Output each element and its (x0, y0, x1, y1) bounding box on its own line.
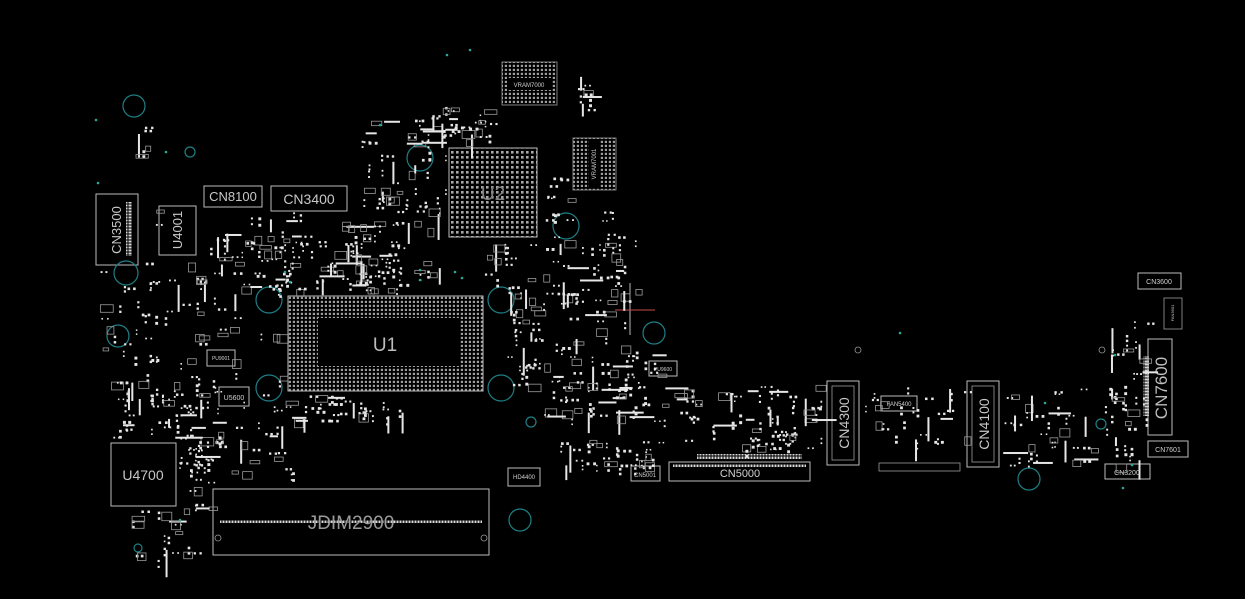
chip-pu9600[interactable]: PU9600 (648, 360, 678, 377)
cn8100-label: CN8100 (209, 189, 257, 204)
connector-cn8100[interactable]: CN8100 (203, 185, 263, 208)
vram-7001[interactable]: VRAM7001 (572, 137, 617, 191)
u2-label: U2 (481, 184, 505, 205)
connector-cn7601[interactable]: CN7601 (1147, 440, 1189, 458)
cn3200-label: CN3200 (1114, 470, 1140, 477)
chip-u4700[interactable]: U4700 (110, 442, 177, 507)
cn5000-label: CN5000 (720, 468, 760, 480)
connector-cn5000[interactable]: CN5000 (668, 454, 811, 482)
connector-cn4100[interactable]: CN4100 (966, 380, 1000, 468)
u5600-label: U5600 (224, 395, 245, 402)
cn3600-label: CN3600 (1146, 279, 1172, 286)
connector-cn3500[interactable]: CN3500 (95, 193, 139, 266)
passive-components (94, 48, 1159, 578)
vram7001-label: VRAM7001 (592, 148, 598, 179)
fan-connector-fan5400[interactable]: FAN5400 (880, 395, 918, 412)
cn7601-label: CN7601 (1155, 447, 1181, 454)
cn4300-label: CN4300 (836, 397, 852, 449)
cn3400-label: CN3400 (283, 191, 335, 207)
mounting-holes (106, 94, 1107, 553)
fan5400-label: FAN5400 (886, 402, 912, 408)
cn7600-label: CN7600 (1152, 357, 1171, 419)
connector-cn3600[interactable]: CN3600 (1137, 272, 1182, 290)
cn4100-label: CN4100 (976, 398, 992, 450)
fan3601-label: FAN3601 (1170, 304, 1175, 321)
pu9600-label: PU9600 (654, 367, 672, 373)
connector-cn3400[interactable]: CN3400 (270, 185, 348, 212)
gpu-u2[interactable]: U2 (448, 147, 538, 238)
chip-u5600[interactable]: U5600 (218, 386, 250, 407)
connector-strip (878, 462, 961, 472)
vram-7000[interactable]: VRAM7000 (501, 61, 558, 106)
cn3500-label: CN3500 (109, 206, 124, 254)
cursor-crosshair (615, 283, 655, 335)
cpu-u1[interactable]: U1 (287, 295, 484, 392)
hd4400-label: HD4400 (513, 475, 536, 481)
connector-hd4400[interactable]: HD4400 (507, 467, 541, 487)
dimm-slot-jdim2900[interactable]: JDIM2900 (212, 488, 490, 556)
connector-cn3200[interactable]: CN3200 (1104, 463, 1151, 480)
fan-connector-fan3601[interactable]: FAN3601 (1163, 297, 1183, 330)
chip-pu9001[interactable]: PU9001 (206, 349, 236, 367)
pu9001-label: PU9001 (212, 356, 230, 362)
chip-u4001[interactable]: U4001 (158, 205, 197, 256)
cn5001-label: CN5001 (634, 473, 657, 479)
connector-cn4300[interactable]: CN4300 (826, 380, 860, 466)
u4700-label: U4700 (122, 467, 163, 483)
u4001-label: U4001 (170, 211, 185, 249)
vram7000-label: VRAM7000 (514, 83, 545, 89)
jdim2900-label: JDIM2900 (308, 513, 395, 534)
u1-label: U1 (373, 335, 397, 356)
